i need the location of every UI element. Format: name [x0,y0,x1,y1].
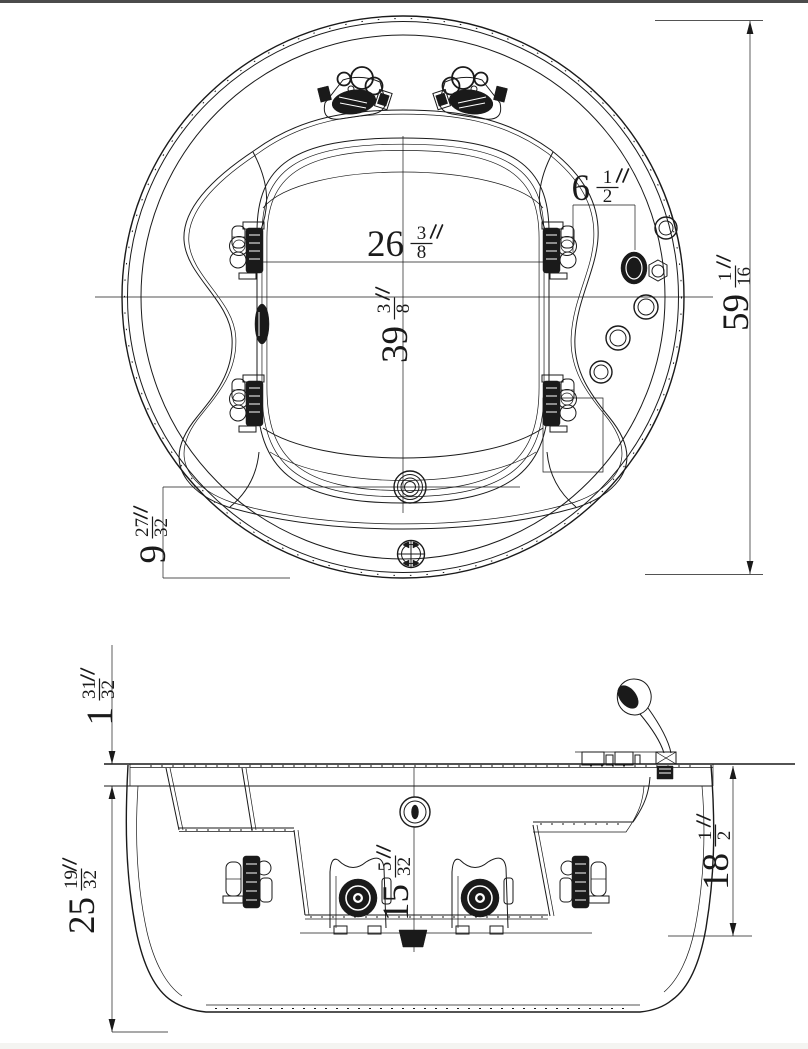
unit-tick [697,815,710,821]
wall-jet [255,304,269,344]
dim-numerator: 1 [715,272,736,282]
pump-motor-right [451,857,514,935]
dim59-arrow-down [746,561,754,574]
unit-tick [376,294,389,300]
air-control-3 [606,326,630,350]
dim59-arrow-up [746,21,754,34]
corner-wedge-bottom-right [547,452,576,507]
corner-wedge-bottom-left [230,452,259,507]
unit-tick [437,225,443,238]
dim-whole: 15 [376,884,417,921]
hex-fitting [649,260,667,281]
dim-overall-diameter: 59 116 [715,256,757,331]
unit-tick [717,262,730,268]
control-panel-outline [543,398,603,472]
air-control-4 [590,361,612,383]
corner-wedge-top-left [253,152,267,232]
dim-whole: 18 [696,853,737,890]
top-border-bar [0,0,808,3]
dim-denominator: 32 [151,518,172,537]
dim-denominator: 2 [714,831,735,841]
unit-tick [697,821,710,827]
bottom-strip [0,1043,808,1049]
overflow-fitting [400,797,430,827]
shell-inner-left [137,786,182,996]
dim-denominator: 8 [417,242,427,263]
unit-tick [376,288,389,294]
dim-whole: 1 [80,707,121,726]
dim-whole: 59 [716,294,757,331]
unit-tick [63,865,76,871]
deck-jet-left-lower [229,374,265,433]
deck-jet-right-upper [541,221,577,280]
dim-whole: 9 [133,545,174,564]
dim-numerator: 27 [132,518,153,537]
dim-numerator: 1 [695,831,716,841]
dim-denominator: 32 [80,870,101,889]
unit-tick [717,256,730,262]
dim-numerator: 1 [603,167,613,188]
dim-numerator: 5 [375,862,396,872]
dim-whole: 39 [375,326,416,363]
deck-jet-left-upper [229,221,265,280]
suction-fitting [397,540,425,568]
deck-faucet-set [575,752,660,765]
dim-numerator: 3 [374,304,395,314]
side-jet-left [222,855,273,909]
unit-tick [623,169,629,182]
dim-denominator: 16 [734,267,755,286]
faucet-cluster-right [431,66,509,121]
dim-denominator: 32 [98,680,119,699]
unit-tick [63,859,76,865]
unit-tick [81,675,94,681]
deck-cutout [179,110,627,529]
deck-cutout-inner [184,114,622,524]
air-control-2 [634,295,658,319]
dim-numerator: 19 [61,870,82,889]
unit-tick [134,513,147,519]
dim-whole: 25 [62,897,103,934]
unit-tick [377,846,390,852]
side-jet-right [559,855,610,909]
dim-basin-depth: 15 532 [375,846,417,921]
side-dimension-lines [104,645,752,1032]
shell-outline [126,765,713,1012]
unit-tick [134,507,147,513]
dim-denominator: 32 [394,857,415,876]
dim-basin-width: 26 38 [367,223,443,265]
dim-numerator: 31 [79,680,100,699]
faucet-cluster-left [316,66,394,121]
dim-numerator: 3 [417,223,427,244]
dim-whole: 26 [367,224,404,265]
dim-denominator: 8 [393,304,414,314]
hand-shower [614,679,676,779]
unit-tick [617,169,623,182]
dim-denominator: 2 [603,186,613,207]
unit-tick [431,225,437,238]
basin-wall-inner [267,150,539,490]
top-view [95,16,763,578]
deck-jet-right-lower [541,374,577,433]
side-view [104,645,795,1032]
diverter-knob [621,252,647,284]
corner-wedge-top-right [539,152,553,232]
unit-tick [81,669,94,675]
dim-whole: 6 [572,168,591,209]
drain [394,471,426,503]
air-control-1 [655,217,677,239]
dim-basin-length: 39 38 [374,288,416,363]
unit-tick [377,852,390,858]
bottom-drain-fitting [399,930,427,947]
